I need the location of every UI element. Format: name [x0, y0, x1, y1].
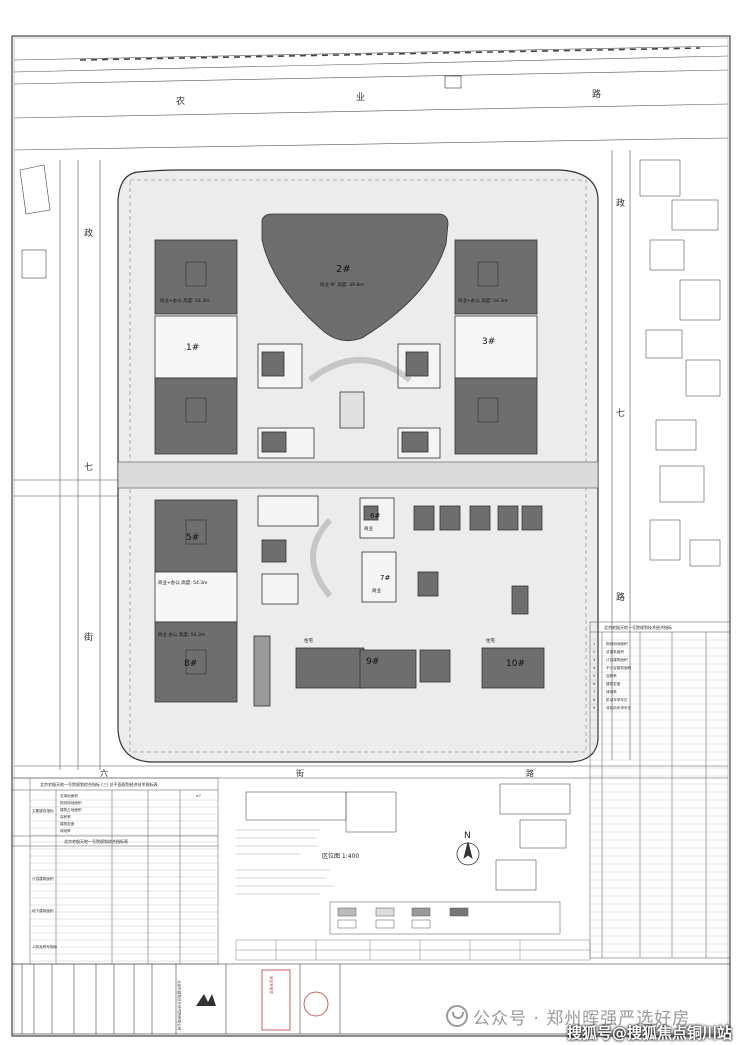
table-right-row-number: 5: [593, 674, 595, 678]
table-left-section-4: 人防及停车指标: [32, 944, 58, 949]
wechat-icon: [446, 1005, 468, 1027]
left-road: [14, 160, 118, 770]
building-6-label: 商业: [364, 525, 373, 532]
building-1-label: 商业+办公 高度: 54.3m: [160, 297, 210, 304]
building-6-number: 6#: [370, 512, 380, 520]
table-right-row-label: 计容建筑面积: [606, 657, 628, 662]
table-left-section-3: 地下建筑面积: [32, 908, 54, 913]
building-1-number: 1#: [186, 343, 199, 353]
table-right-row-number: 6: [593, 682, 596, 686]
wechat-watermark: 公众号 · 郑州晖强严选好房: [446, 1004, 690, 1029]
building-9-number: 9#: [366, 657, 379, 667]
title-block: [11, 963, 731, 1035]
table-left-row-6: 绿地率: [60, 828, 71, 833]
wechat-watermark-text: 公众号 · 郑州晖强严选好房: [473, 1009, 691, 1029]
table-right-row-number: 1: [593, 642, 595, 646]
building-2-label: 商业 9F 高度: 39.8m: [320, 281, 364, 288]
approval-stamp-text: 审定专用章: [269, 976, 274, 994]
table-left-row-5: 建筑密度: [60, 821, 75, 826]
table-left-section-1: 主要建设指标: [32, 808, 54, 813]
building-10-number: 10#: [506, 659, 525, 669]
table-left-row-2: 规划用地面积: [60, 800, 82, 805]
title-block-company: 北京市建筑设计研究院有限公司: [177, 980, 182, 1031]
table-right-row-number: 8: [593, 698, 596, 702]
building-7-label: 商业: [372, 587, 381, 594]
road-label-left-2: 七: [84, 462, 93, 473]
table-right-row-label: 绿地率: [606, 689, 617, 694]
table-right-row-number: 4: [593, 666, 596, 670]
north-arrow-icon: [456, 841, 480, 866]
building-9-label: 住宅: [304, 637, 313, 644]
table-left-row-1: 总用地面积: [60, 793, 78, 798]
building-3-label: 商业+办公 高度: 54.3m: [458, 297, 508, 304]
building-8-number: 8#: [184, 659, 197, 669]
table-right-row-number: 2: [593, 650, 595, 654]
road-label-bottom-1: 六: [100, 768, 108, 778]
top-road: [13, 45, 729, 151]
right-neighbourhood: [611, 150, 721, 760]
table-right-row-label: 容积率: [606, 673, 617, 678]
road-label-right-2: 七: [616, 408, 625, 419]
south-block: [154, 495, 545, 707]
table-right-row-label: 不计容建筑面积: [606, 665, 632, 670]
table-right-row-label: 规划用地面积: [606, 641, 628, 646]
sohu-watermark: 搜狐号@搜狐焦点铜川站: [566, 1024, 732, 1042]
approval-stamp: [261, 969, 329, 1031]
road-label-right-3: 路: [616, 591, 625, 603]
table-left-subtitle: 北京宅殷天地一号院规划综合指标表: [64, 838, 128, 844]
road-label-bottom-2: 街: [296, 768, 304, 778]
table-right-row-label: 机动车停车位: [606, 697, 628, 702]
building-8-label: 商业 办公 高度: 54.3m: [158, 631, 205, 638]
table-right-title: 北京宅殷天地一号院规划技术经济指标: [604, 624, 672, 630]
building-7-number: 7#: [380, 574, 390, 582]
table-right-row-number: 9: [593, 706, 596, 710]
table-right-row-number: 3: [593, 658, 595, 662]
road-label-left-1: 政: [84, 227, 93, 239]
drawing-border: [11, 35, 731, 1037]
table-right-row-label: 总建筑面积: [606, 649, 624, 654]
table-right: [589, 621, 731, 959]
table-right-row-label: 非机动车停车位: [606, 705, 632, 710]
building-2-number: 2#: [336, 264, 351, 275]
north-block: [154, 213, 538, 459]
table-left-row-4: 容积率: [60, 814, 71, 819]
notes-block: [236, 829, 334, 895]
table-left-unit: m²: [196, 794, 202, 798]
table-left-row-3: 建筑占地面积: [60, 807, 82, 812]
road-label-top-2: 业: [356, 92, 365, 103]
table-left-section-2: 计容建筑面积: [32, 876, 54, 881]
location-map-title: 区位图 1:400: [322, 852, 359, 860]
building-5-label: 商业+办公 高度: 54.3m: [158, 579, 208, 586]
road-label-bottom-3: 路: [526, 768, 534, 778]
road-label-right-1: 政: [616, 197, 625, 209]
table-right-row-number: 7: [593, 690, 595, 694]
building-5-number: 5#: [186, 533, 199, 543]
company-logo-icon: [196, 994, 216, 1006]
table-right-row-label: 建筑密度: [606, 681, 621, 686]
north-arrow-label: N: [464, 831, 471, 841]
road-label-top-3: 路: [592, 88, 601, 100]
legend: [329, 901, 561, 935]
table-left-title: 北京宅殷天地一号院规划综合指标 (三) 总平面规划经济技术指标表: [40, 781, 158, 787]
building-10-label: 住宅: [486, 637, 495, 644]
road-label-top-1: 农: [176, 95, 185, 107]
road-label-left-3: 街: [84, 631, 93, 643]
building-3-number: 3#: [482, 337, 495, 347]
